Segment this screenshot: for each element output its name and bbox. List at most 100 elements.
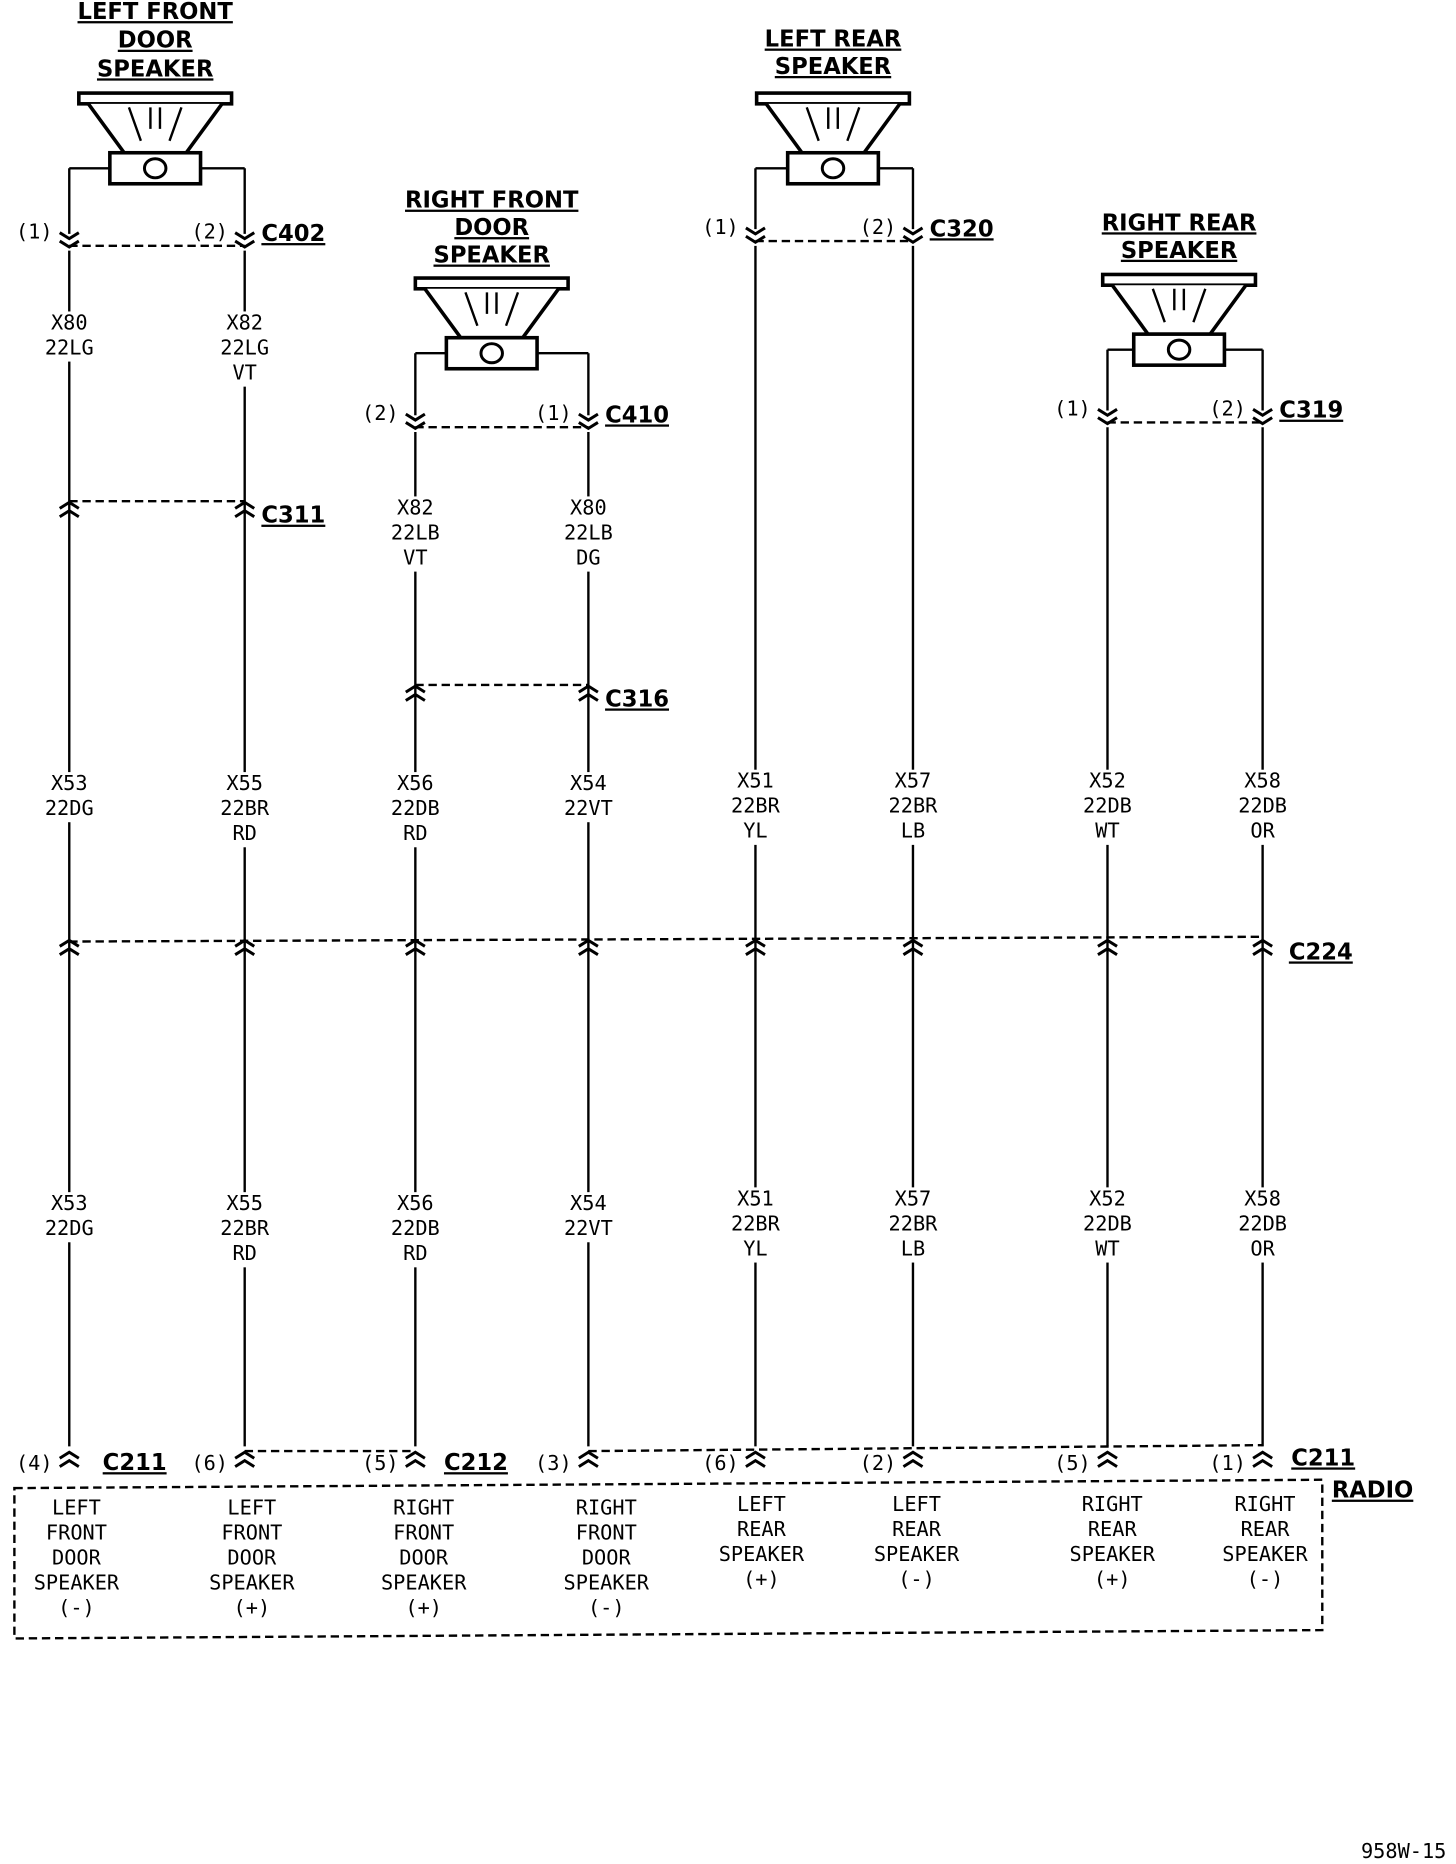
radio-pin-label: (1) <box>1209 1451 1246 1475</box>
chevron-icon <box>745 1450 766 1460</box>
wire-label-line: 22DG <box>45 1216 94 1240</box>
left-rear-speaker-icon <box>754 91 912 186</box>
c211-dashed-line <box>588 1443 1263 1453</box>
wire-label-line: X58 <box>1244 1186 1281 1210</box>
label-gap <box>729 1187 782 1263</box>
label-gap <box>562 1192 615 1243</box>
radio-pin-connector-icon <box>745 1450 766 1468</box>
chevron-icon <box>58 946 80 956</box>
pin-label: (2) <box>191 220 228 244</box>
chevron-icon <box>1097 946 1118 956</box>
figure-id: 958W-15 <box>1361 1839 1446 1863</box>
radio-terminal-label: DOOR <box>399 1545 449 1569</box>
connector-label-c211: C211 <box>103 1450 167 1476</box>
radio-pin-label: (5) <box>1054 1451 1091 1475</box>
chevron-icon <box>578 412 599 422</box>
speaker-title: DOOR <box>454 215 529 241</box>
speaker-cone-lines <box>464 291 520 327</box>
speaker-rim <box>1100 272 1258 287</box>
chevron-icon <box>405 946 426 956</box>
chevron-icon <box>902 1450 924 1460</box>
speaker-cone <box>423 287 560 340</box>
radio-pin-label: (5) <box>362 1451 399 1475</box>
chevron-icon <box>1252 1458 1273 1468</box>
speaker-coil <box>820 157 846 180</box>
radio-terminal-label: DOOR <box>582 1545 632 1569</box>
wire-label-line: X55 <box>226 771 263 795</box>
speaker-cone <box>86 102 224 155</box>
wire-label-line: X52 <box>1089 769 1126 793</box>
wire-label-line: 22DB <box>391 1216 440 1240</box>
chevron-icon <box>902 226 924 236</box>
connector-label-c311: C311 <box>261 503 325 529</box>
radio-pin-connector-icon <box>578 1450 599 1468</box>
radio-terminal-label: FRONT <box>576 1520 637 1544</box>
wire-label-line: 22VT <box>564 1216 613 1240</box>
c224-connector-icon <box>1252 938 1273 956</box>
wire-label-line: X57 <box>895 769 932 793</box>
connector-label-c316: C316 <box>605 686 669 712</box>
label-gap <box>1081 769 1134 845</box>
label-gap <box>1236 769 1289 845</box>
chevron-icon <box>405 1450 426 1460</box>
wire-label-line: X54 <box>570 1191 607 1215</box>
wire-label-line: WT <box>1095 1236 1119 1260</box>
chevron-icon <box>234 1458 256 1468</box>
chevron-icon <box>745 226 766 236</box>
speaker-cone-lines <box>127 106 183 142</box>
connector-label-c402: C402 <box>261 221 325 247</box>
chevron-icon <box>902 235 924 245</box>
speaker-cone <box>764 102 902 155</box>
wire-label-line: 22DB <box>391 796 440 820</box>
wire-label-line: X80 <box>570 495 607 519</box>
wire-label-line: RD <box>403 1241 427 1265</box>
chevron-icon <box>1097 408 1118 418</box>
radio-terminal-label: REAR <box>1088 1517 1138 1541</box>
radio-pin-connector-icon <box>234 1450 256 1468</box>
radio-terminal-label: RIGHT <box>393 1495 454 1519</box>
c224-connector-icon <box>1097 938 1118 956</box>
pin-label: (2) <box>860 215 897 239</box>
chevron-icon <box>1097 1450 1118 1460</box>
connector-label-c410: C410 <box>605 402 669 428</box>
radio-pin-label: (2) <box>860 1451 897 1475</box>
wire-label-line: X51 <box>737 769 774 793</box>
chevron-icon <box>1097 416 1118 426</box>
chevron-icon <box>234 508 256 518</box>
radio-terminal-label: (+) <box>234 1596 271 1620</box>
wire-label-line: 22BR <box>731 794 781 818</box>
chevron-icon <box>745 938 766 948</box>
chevron-icon <box>578 1450 599 1460</box>
wire-label-line: 22DB <box>1083 1211 1132 1235</box>
speaker-cone <box>1110 284 1248 336</box>
chevron-icon <box>1097 1458 1118 1468</box>
speaker-title: SPEAKER <box>97 56 213 82</box>
label-gap <box>886 769 940 845</box>
c224-connector-icon <box>745 938 766 956</box>
wire-label-line: OR <box>1250 1236 1275 1260</box>
label-gap <box>218 311 271 387</box>
wire-label-line: X56 <box>397 771 434 795</box>
wire-label-line: X52 <box>1089 1186 1126 1210</box>
label-gap <box>389 772 442 848</box>
radio-terminal-label: FRONT <box>393 1520 454 1544</box>
wire-label-line: 22LG <box>220 335 269 359</box>
chevron-icon <box>405 692 426 702</box>
label-gap <box>389 496 442 572</box>
radio-terminal-label: SPEAKER <box>719 1542 805 1566</box>
wire-label-line: 22DG <box>45 796 94 820</box>
wire-label-line: X54 <box>570 771 607 795</box>
wire-label-line: 22DB <box>1083 794 1132 818</box>
label-gap <box>389 1192 442 1268</box>
wire-label-line: 22BR <box>220 796 270 820</box>
chevron-icon <box>578 1458 599 1468</box>
chevron-icon <box>58 1450 80 1460</box>
chevron-icon <box>578 421 599 431</box>
speaker-title: SPEAKER <box>775 54 891 80</box>
wire-label-line: X57 <box>895 1186 932 1210</box>
chevron-icon <box>58 1458 80 1468</box>
